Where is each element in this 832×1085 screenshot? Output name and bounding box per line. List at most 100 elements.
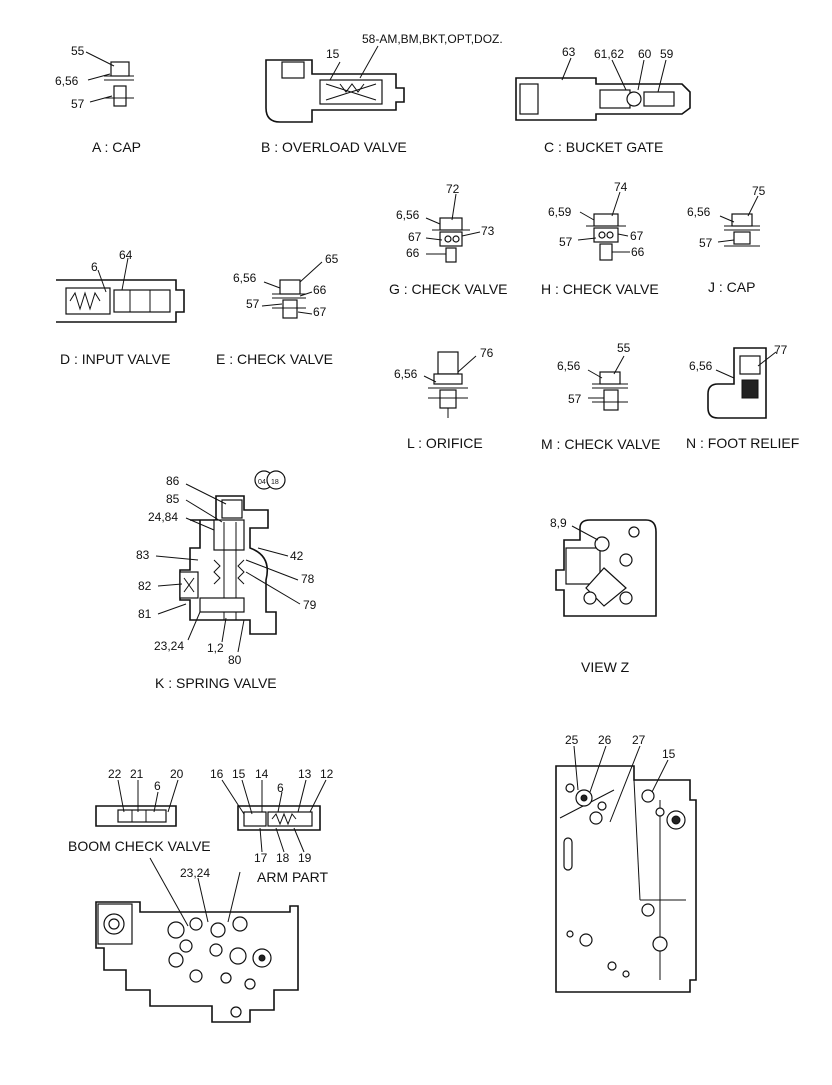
callout-e-5: 67 bbox=[313, 305, 327, 319]
detail-e-check-valve: 6,56 65 66 57 67 E : CHECK VALVE bbox=[216, 252, 339, 367]
detail-arm-part: 16 15 14 6 13 12 17 18 19 ARM PART bbox=[210, 767, 334, 885]
callout-e-4: 57 bbox=[246, 297, 260, 311]
callout-j-3: 57 bbox=[699, 236, 713, 250]
callout-k-9: 80 bbox=[228, 653, 242, 667]
callout-viewz-1: 8,9 bbox=[550, 516, 567, 530]
detail-b-overload-valve: 15 58-AM,BM,BKT,OPT,DOZ. B : OVERLOAD VA… bbox=[261, 32, 503, 155]
callout-b-2: 58-AM,BM,BKT,OPT,DOZ. bbox=[362, 32, 503, 46]
callout-h-3: 67 bbox=[630, 229, 644, 243]
detail-view-z: 8,9 VIEW Z bbox=[550, 516, 657, 675]
callout-k-5: 82 bbox=[138, 579, 152, 593]
caption-arm: ARM PART bbox=[257, 869, 328, 885]
caption-m: M : CHECK VALVE bbox=[541, 436, 660, 452]
valve-body-front-view: 23,24 bbox=[95, 857, 299, 1023]
callout-k-4: 83 bbox=[136, 548, 150, 562]
callout-k-1: 86 bbox=[166, 474, 180, 488]
callout-arm-3: 14 bbox=[255, 767, 269, 781]
callout-d-2: 64 bbox=[119, 248, 133, 262]
callout-n-1: 77 bbox=[774, 343, 788, 357]
detail-d-input-valve: 6 64 D : INPUT VALVE bbox=[56, 248, 185, 367]
callout-g-5: 66 bbox=[406, 246, 420, 260]
callout-h-2: 6,59 bbox=[548, 205, 572, 219]
callout-a-2: 6,56 bbox=[55, 74, 79, 88]
callout-h-5: 66 bbox=[631, 245, 645, 259]
callout-body-2: 26 bbox=[598, 733, 612, 747]
detail-m-check-valve: 55 6,56 57 M : CHECK VALVE bbox=[541, 341, 660, 452]
callout-j-1: 75 bbox=[752, 184, 766, 198]
callout-k-10: 42 bbox=[290, 549, 304, 563]
callout-boom-2: 21 bbox=[130, 767, 144, 781]
detail-g-check-valve: 72 6,56 73 67 66 G : CHECK VALVE bbox=[389, 182, 508, 297]
callout-boom-3: 20 bbox=[170, 767, 184, 781]
detail-c-bucket-gate: 63 61,62 60 59 C : BUCKET GATE bbox=[515, 45, 691, 155]
detail-k-spring-valve: 04 18 86 85 24,84 83 82 81 23,24 1,2 80 … bbox=[136, 470, 317, 691]
callout-body-1: 25 bbox=[565, 733, 579, 747]
callout-a-3: 57 bbox=[71, 97, 85, 111]
caption-b: B : OVERLOAD VALVE bbox=[261, 139, 407, 155]
caption-k: K : SPRING VALVE bbox=[155, 675, 277, 691]
callout-boom-4: 6 bbox=[154, 779, 161, 793]
callout-n-2: 6,56 bbox=[689, 359, 713, 373]
callout-k-8: 1,2 bbox=[207, 641, 224, 655]
callout-body-3: 27 bbox=[632, 733, 646, 747]
caption-g: G : CHECK VALVE bbox=[389, 281, 508, 297]
callout-g-1: 72 bbox=[446, 182, 460, 196]
callout-k-2: 85 bbox=[166, 492, 180, 506]
caption-j: J : CAP bbox=[708, 279, 755, 295]
detail-l-orifice: 76 6,56 L : ORIFICE bbox=[394, 346, 494, 451]
callout-l-2: 6,56 bbox=[394, 367, 418, 381]
callout-arm-6: 12 bbox=[320, 767, 334, 781]
callout-c-1: 63 bbox=[562, 45, 576, 59]
callout-m-3: 57 bbox=[568, 392, 582, 406]
callout-e-3: 66 bbox=[313, 283, 327, 297]
callout-g-4: 67 bbox=[408, 230, 422, 244]
callout-arm-8: 18 bbox=[276, 851, 290, 865]
callout-b-1: 15 bbox=[326, 47, 340, 61]
callout-c-3: 60 bbox=[638, 47, 652, 61]
callout-k-3: 24,84 bbox=[148, 510, 178, 524]
callout-boom-1: 22 bbox=[108, 767, 122, 781]
detail-a-cap: 55 6,56 57 A : CAP bbox=[55, 44, 141, 155]
callout-g-2: 6,56 bbox=[396, 208, 420, 222]
valve-body-plan-view: 25 26 27 15 bbox=[555, 733, 697, 993]
callout-arm-7: 17 bbox=[254, 851, 268, 865]
callout-m-2: 6,56 bbox=[557, 359, 581, 373]
callout-k-7: 23,24 bbox=[154, 639, 184, 653]
caption-viewz: VIEW Z bbox=[581, 659, 630, 675]
detail-h-check-valve: 74 6,59 67 57 66 H : CHECK VALVE bbox=[541, 180, 659, 297]
callout-e-2: 65 bbox=[325, 252, 339, 266]
callout-arm-1: 16 bbox=[210, 767, 224, 781]
callout-arm-2: 15 bbox=[232, 767, 246, 781]
detail-boom-check-valve: 22 21 20 6 BOOM CHECK VALVE bbox=[68, 767, 211, 854]
caption-h: H : CHECK VALVE bbox=[541, 281, 659, 297]
caption-c: C : BUCKET GATE bbox=[544, 139, 663, 155]
detail-n-foot-relief: 77 6,56 N : FOOT RELIEF bbox=[686, 343, 799, 451]
badge-k-2: 18 bbox=[271, 479, 279, 486]
callout-c-4: 59 bbox=[660, 47, 674, 61]
callout-m-1: 55 bbox=[617, 341, 631, 355]
callout-e-1: 6,56 bbox=[233, 271, 257, 285]
callout-l-1: 76 bbox=[480, 346, 494, 360]
caption-d: D : INPUT VALVE bbox=[60, 351, 170, 367]
detail-j-cap: 75 6,56 57 J : CAP bbox=[687, 184, 766, 295]
caption-e: E : CHECK VALVE bbox=[216, 351, 333, 367]
callout-k-12: 79 bbox=[303, 598, 317, 612]
callout-arm-9: 19 bbox=[298, 851, 312, 865]
callout-lower-1: 23,24 bbox=[180, 866, 210, 880]
callout-k-11: 78 bbox=[301, 572, 315, 586]
callout-g-3: 73 bbox=[481, 224, 495, 238]
caption-n: N : FOOT RELIEF bbox=[686, 435, 799, 451]
callout-d-1: 6 bbox=[91, 260, 98, 274]
callout-c-2: 61,62 bbox=[594, 47, 624, 61]
callout-j-2: 6,56 bbox=[687, 205, 711, 219]
callout-a-1: 55 bbox=[71, 44, 85, 58]
caption-a: A : CAP bbox=[92, 139, 141, 155]
callout-h-1: 74 bbox=[614, 180, 628, 194]
callout-arm-5: 13 bbox=[298, 767, 312, 781]
caption-l: L : ORIFICE bbox=[407, 435, 483, 451]
badge-k-1: 04 bbox=[258, 479, 266, 486]
callout-body-4: 15 bbox=[662, 747, 676, 761]
caption-boom: BOOM CHECK VALVE bbox=[68, 838, 211, 854]
